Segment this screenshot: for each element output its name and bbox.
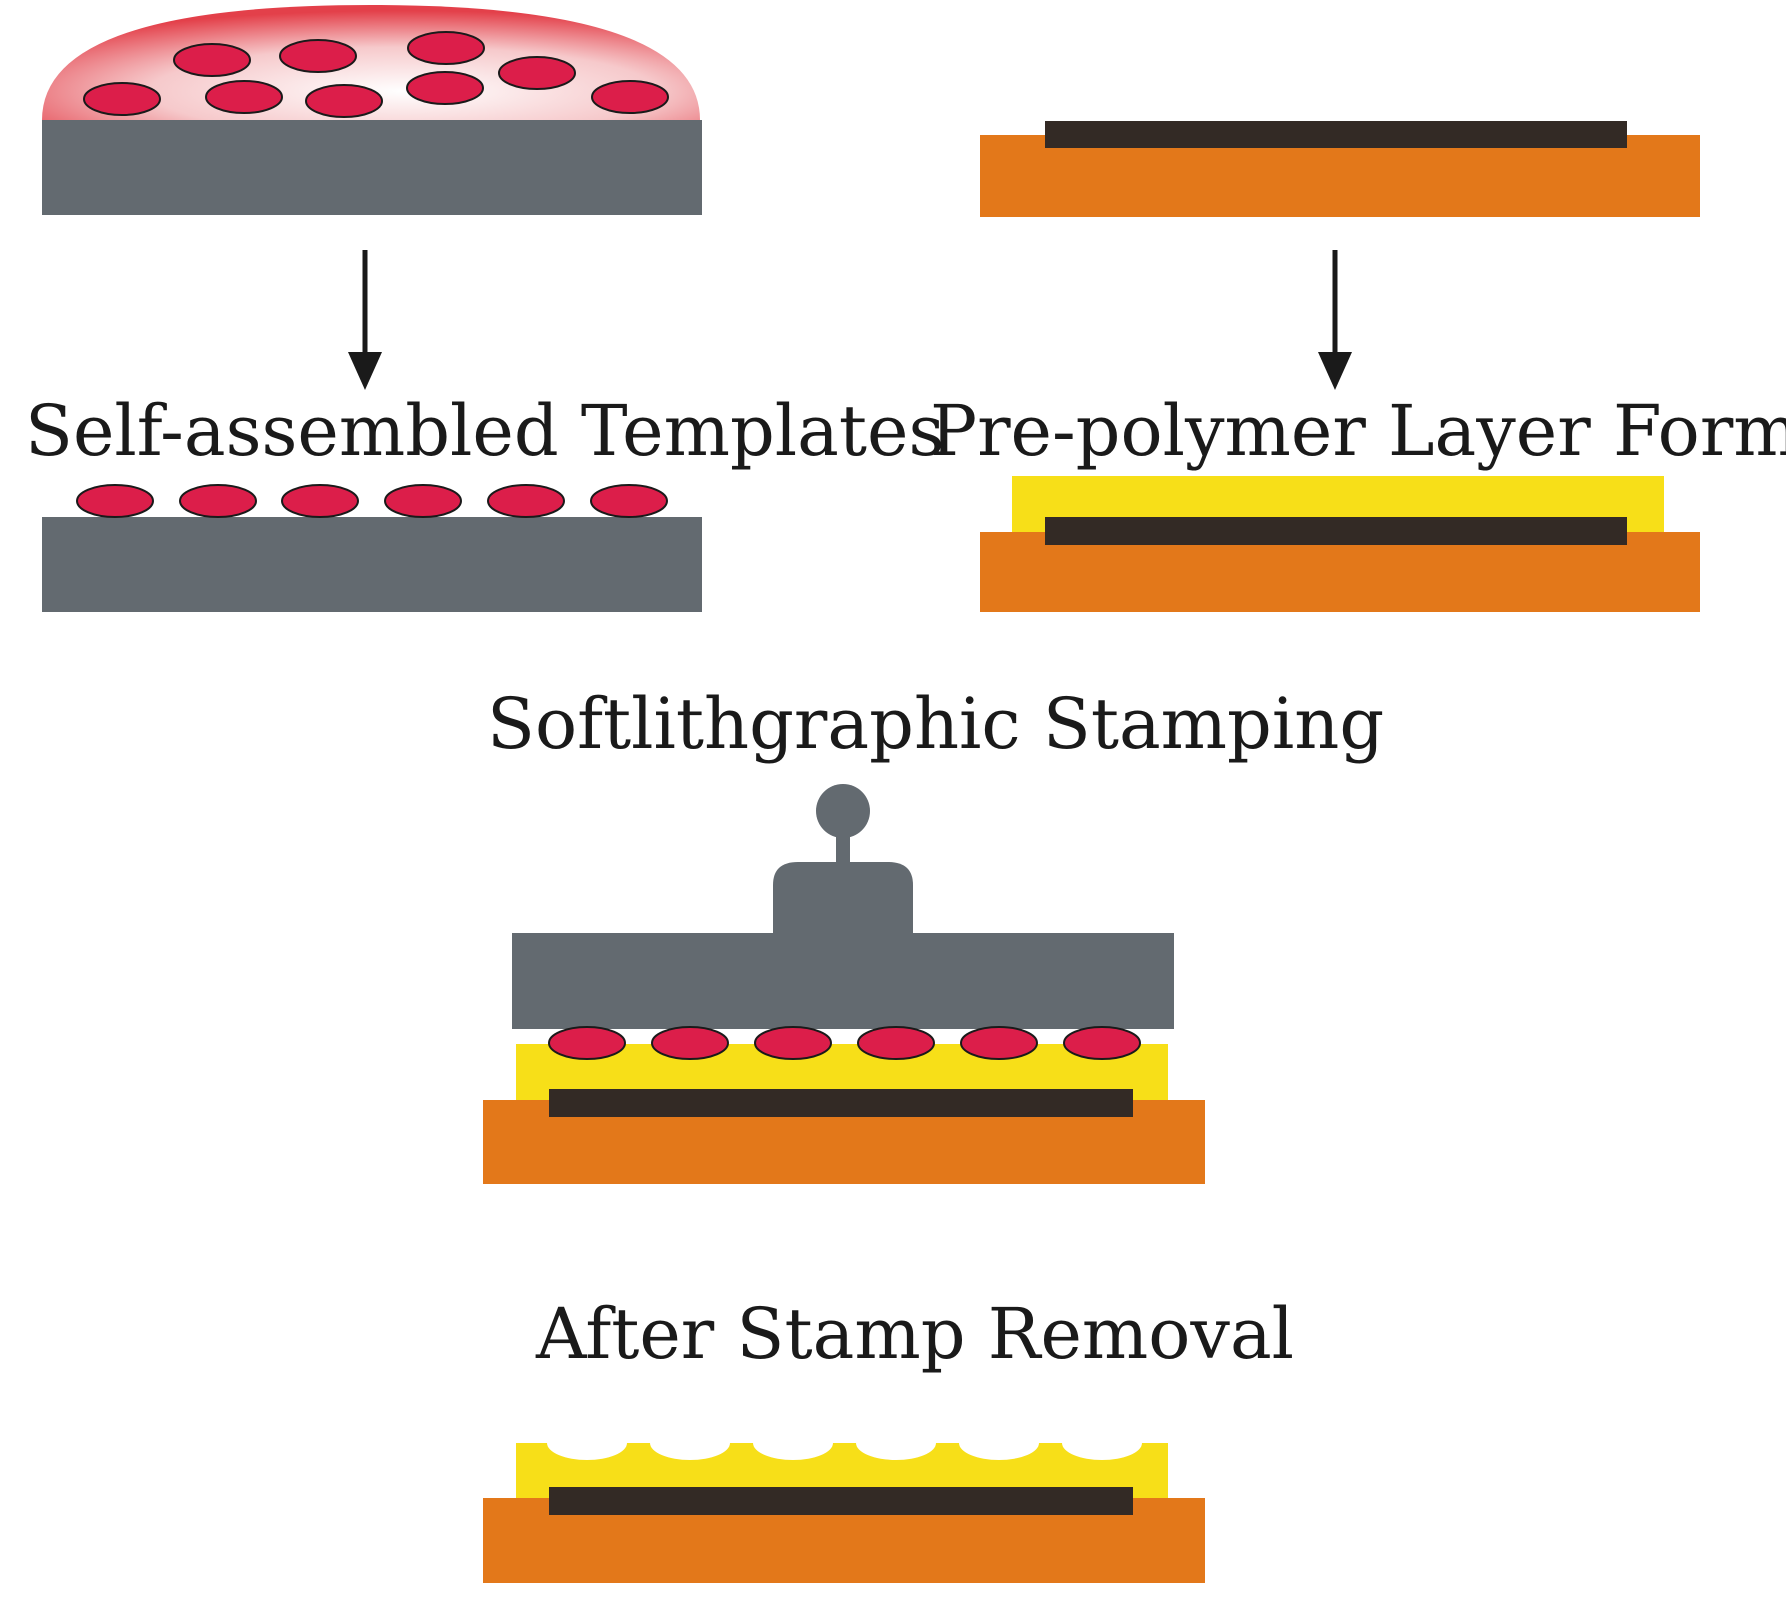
white-mask-top bbox=[510, 1420, 1175, 1442]
after-removal-assembly bbox=[483, 1420, 1205, 1583]
label-after-removal: After Stamp Removal bbox=[535, 1293, 1294, 1375]
dark-electrode-top bbox=[1045, 121, 1627, 148]
particle bbox=[179, 484, 257, 518]
particle bbox=[591, 80, 669, 114]
dark-electrode-stamping bbox=[549, 1089, 1133, 1117]
stamp-knob bbox=[816, 784, 870, 838]
particle bbox=[590, 484, 668, 518]
particle bbox=[76, 484, 154, 518]
particle bbox=[857, 1026, 935, 1060]
particle bbox=[279, 39, 357, 73]
self-assembled-templates bbox=[42, 484, 702, 612]
particle bbox=[407, 31, 485, 65]
stamping-assembly bbox=[483, 784, 1205, 1184]
particle bbox=[1063, 1026, 1141, 1060]
orange-substrate-prepolymer bbox=[980, 532, 1700, 612]
stamp-stem bbox=[836, 825, 850, 865]
stamp-weight bbox=[773, 862, 913, 935]
droplet-template-assembly bbox=[42, 5, 702, 215]
label-self-assembled: Self-assembled Templates bbox=[25, 390, 944, 472]
gray-substrate-top bbox=[42, 120, 702, 215]
substrate-with-electrode bbox=[980, 121, 1700, 217]
particle bbox=[960, 1026, 1038, 1060]
particle bbox=[305, 84, 383, 118]
orange-substrate-top bbox=[980, 135, 1700, 217]
dark-electrode-after bbox=[549, 1487, 1133, 1515]
particle bbox=[498, 56, 576, 90]
stamp-plate bbox=[512, 933, 1174, 1029]
particle bbox=[173, 43, 251, 77]
particle bbox=[205, 80, 283, 114]
label-stamping: Softlithgraphic Stamping bbox=[487, 683, 1384, 765]
down-arrow-left bbox=[348, 250, 382, 390]
particle bbox=[281, 484, 359, 518]
gray-substrate-templates bbox=[42, 517, 702, 612]
prepolymer-layer-assembly bbox=[980, 476, 1700, 612]
particle bbox=[384, 484, 462, 518]
solvent-droplet bbox=[42, 5, 700, 120]
particle bbox=[406, 71, 484, 105]
particle bbox=[754, 1026, 832, 1060]
particle bbox=[651, 1026, 729, 1060]
down-arrow-right bbox=[1318, 250, 1352, 390]
dark-electrode-prepolymer bbox=[1045, 517, 1627, 545]
particle bbox=[83, 82, 161, 116]
particle bbox=[487, 484, 565, 518]
particles-in-droplet bbox=[83, 31, 669, 118]
particle bbox=[548, 1026, 626, 1060]
label-prepolymer: Pre-polymer Layer Formation bbox=[930, 390, 1786, 472]
